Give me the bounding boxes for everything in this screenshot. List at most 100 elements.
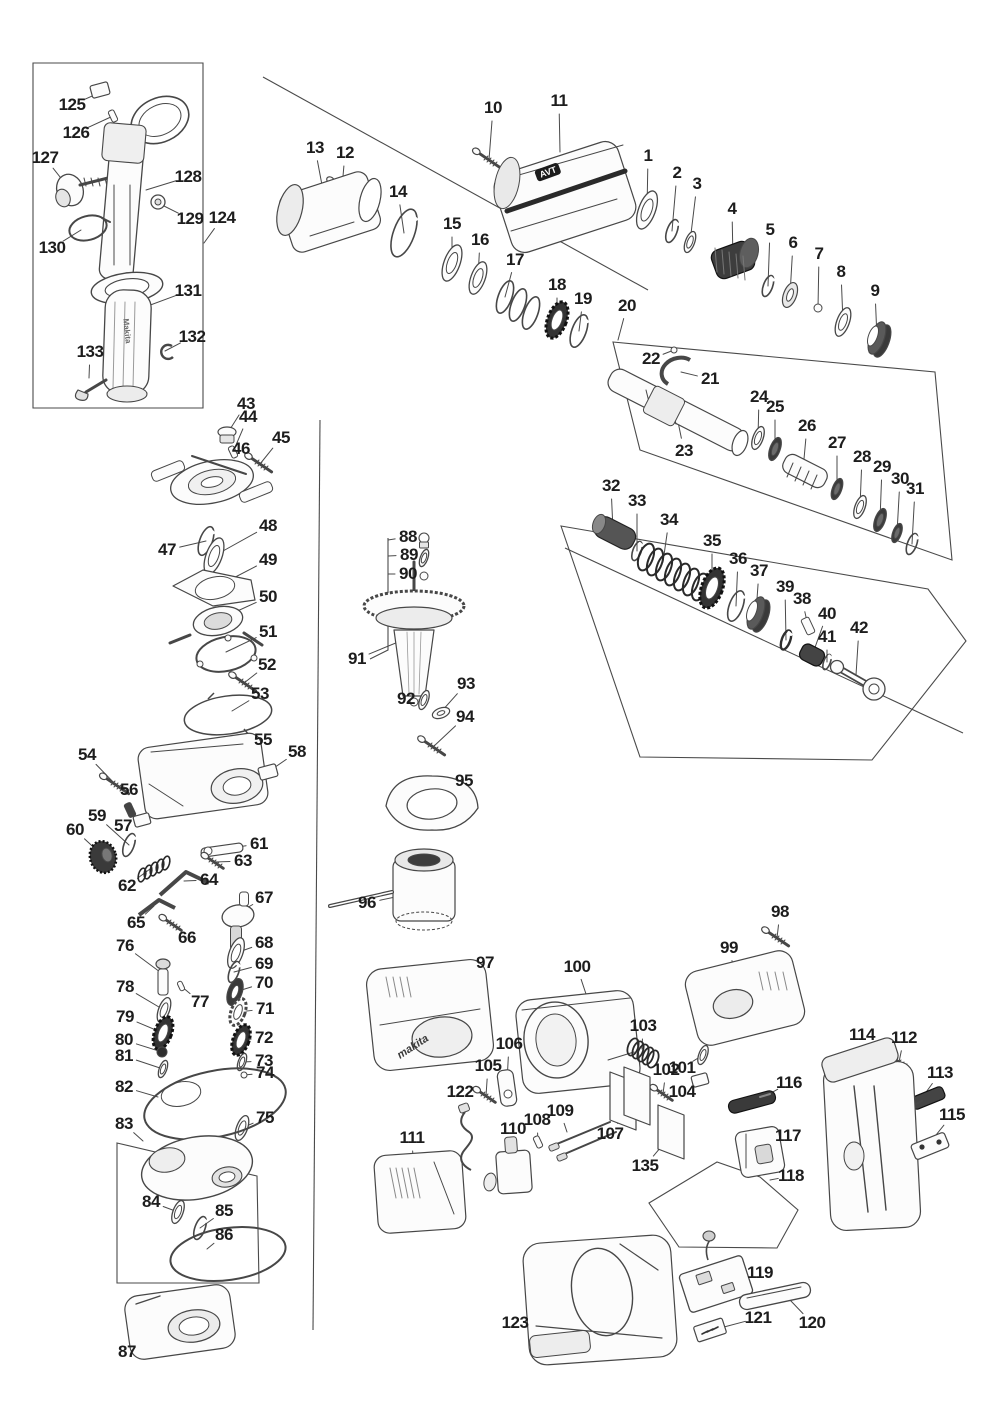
part-glyph-129 (150, 194, 166, 210)
part-callout-111: 111 (399, 1128, 426, 1147)
part-callout-11: 11 (550, 91, 568, 110)
part-glyph-77 (176, 980, 186, 992)
part-callout-46: 46 (232, 439, 250, 458)
part-glyph-87 (124, 1284, 236, 1360)
part-callout-104: 104 (668, 1082, 696, 1101)
part-glyph-88 (418, 532, 430, 549)
part-glyph-4 (710, 237, 760, 281)
part-callout-84: 84 (142, 1192, 160, 1211)
part-glyph-52 (228, 671, 258, 693)
part-callout-60: 60 (66, 820, 84, 839)
part-callout-45: 45 (272, 428, 290, 447)
part-glyph-31 (905, 532, 919, 556)
part-callout-69: 69 (255, 954, 273, 973)
part-callout-23: 23 (675, 441, 693, 460)
part-glyph-13 (276, 171, 382, 253)
part-glyph-8 (834, 307, 852, 337)
part-callout-130: 130 (38, 238, 66, 257)
part-callout-123: 123 (501, 1313, 529, 1332)
part-callout-91: 91 (348, 649, 366, 668)
part-glyph-84 (171, 1199, 185, 1225)
part-glyph-10 (471, 147, 504, 171)
part-glyph-92 (418, 689, 430, 711)
part-callout-37: 37 (750, 561, 768, 580)
part-glyph-36 (726, 589, 746, 623)
part-callout-76: 76 (116, 936, 134, 955)
part-glyph-63 (200, 851, 225, 870)
part-callout-52: 52 (258, 655, 276, 674)
part-callout-103: 103 (629, 1016, 657, 1035)
part-glyph-110 (483, 1136, 533, 1195)
part-callout-74: 74 (256, 1063, 274, 1082)
part-callout-122: 122 (446, 1082, 474, 1101)
part-glyph-44 (227, 445, 239, 459)
part-glyph-126 (107, 109, 119, 123)
part-glyph-49 (172, 569, 256, 607)
part-glyph-72 (230, 1023, 252, 1057)
part-glyph-35 (698, 566, 726, 610)
part-glyph-2 (664, 218, 680, 244)
part-callout-31: 31 (906, 479, 924, 498)
part-callout-109: 109 (546, 1101, 574, 1120)
part-glyph-130 (68, 214, 111, 242)
part-callout-8: 8 (836, 262, 846, 281)
part-callout-120: 120 (798, 1313, 826, 1332)
part-callout-97: 97 (476, 953, 494, 972)
part-callout-9: 9 (870, 281, 880, 300)
part-callout-54: 54 (78, 745, 96, 764)
part-callout-131: 131 (174, 281, 202, 300)
part-callout-36: 36 (729, 549, 747, 568)
part-callout-105: 105 (474, 1056, 502, 1075)
part-callout-96: 96 (358, 893, 376, 912)
part-callout-33: 33 (628, 491, 646, 510)
part-callout-121: 121 (744, 1308, 772, 1327)
part-callout-125: 125 (58, 95, 86, 114)
part-callout-50: 50 (259, 587, 277, 606)
part-glyph-21 (659, 355, 692, 386)
part-callout-92: 92 (397, 689, 415, 708)
part-glyph-105 (472, 1085, 497, 1104)
part-glyph-64 (158, 870, 210, 897)
part-glyph-79 (151, 1015, 175, 1051)
part-callout-24: 24 (750, 387, 768, 406)
part-glyph-115 (910, 1132, 950, 1160)
part-callout-108: 108 (523, 1110, 551, 1129)
part-glyph-98 (761, 926, 791, 948)
part-callout-65: 65 (127, 913, 145, 932)
part-glyph-102 (649, 1083, 674, 1102)
part-glyph-18 (544, 300, 570, 340)
part-glyph-3 (683, 230, 697, 254)
part-glyph-120 (738, 1281, 812, 1311)
part-callout-110: 110 (500, 1119, 526, 1138)
part-glyph-27 (830, 477, 844, 501)
part-glyph-128 (98, 95, 190, 282)
guide-line-c (312, 419, 321, 1331)
part-callout-66: 66 (178, 928, 196, 947)
part-glyph-107 (609, 1066, 651, 1131)
controller-group-box (648, 1161, 799, 1249)
part-glyph-23 (607, 368, 749, 457)
part-callout-101: 101 (668, 1058, 696, 1077)
part-glyph-59 (121, 832, 137, 858)
part-callout-30: 30 (891, 469, 909, 488)
part-callout-22: 22 (642, 349, 660, 368)
part-glyph-131 (90, 271, 164, 403)
part-callout-95: 95 (455, 771, 473, 790)
part-callout-10: 10 (484, 98, 502, 117)
part-glyph-11 (493, 140, 637, 254)
part-callout-2: 2 (672, 163, 682, 182)
part-glyph-1 (635, 190, 659, 230)
part-glyph-132 (160, 343, 174, 361)
part-callout-90: 90 (399, 564, 417, 583)
part-glyph-14 (390, 208, 418, 258)
part-callout-4: 4 (727, 199, 737, 218)
part-callout-85: 85 (215, 1201, 233, 1220)
part-callout-56: 56 (120, 780, 138, 799)
part-callout-119: 119 (747, 1263, 773, 1282)
part-callout-41: 41 (818, 627, 836, 646)
part-callout-58: 58 (288, 742, 306, 761)
part-callout-99: 99 (720, 938, 738, 957)
part-glyph-57 (132, 812, 152, 828)
